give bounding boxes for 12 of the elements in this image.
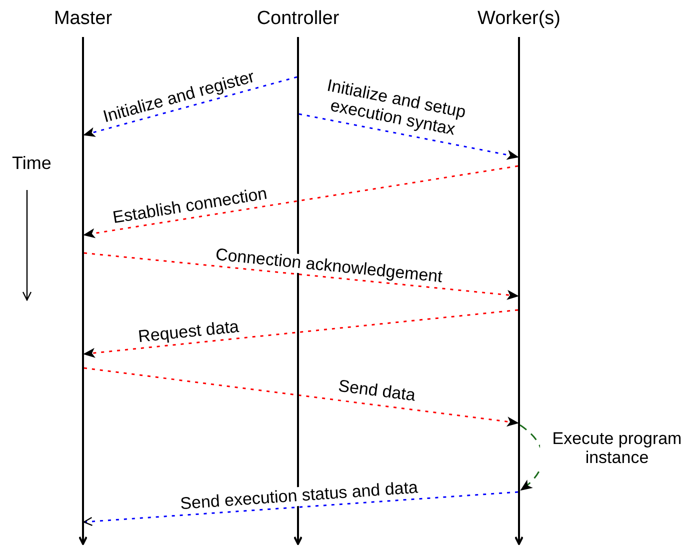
message-arrow <box>83 76 298 137</box>
message-arrow <box>298 113 519 160</box>
message-arrow <box>83 309 518 358</box>
participant-label: Controller <box>256 8 340 30</box>
lifeline-arrow <box>515 37 523 545</box>
message-arrow <box>83 165 518 238</box>
participant-label: Worker(s) <box>477 8 561 30</box>
lifeline-arrow <box>79 37 87 545</box>
participant-label: Master <box>54 8 112 30</box>
message-arrow <box>83 491 518 526</box>
message-arrow <box>84 367 519 427</box>
message-arrow <box>84 252 519 300</box>
